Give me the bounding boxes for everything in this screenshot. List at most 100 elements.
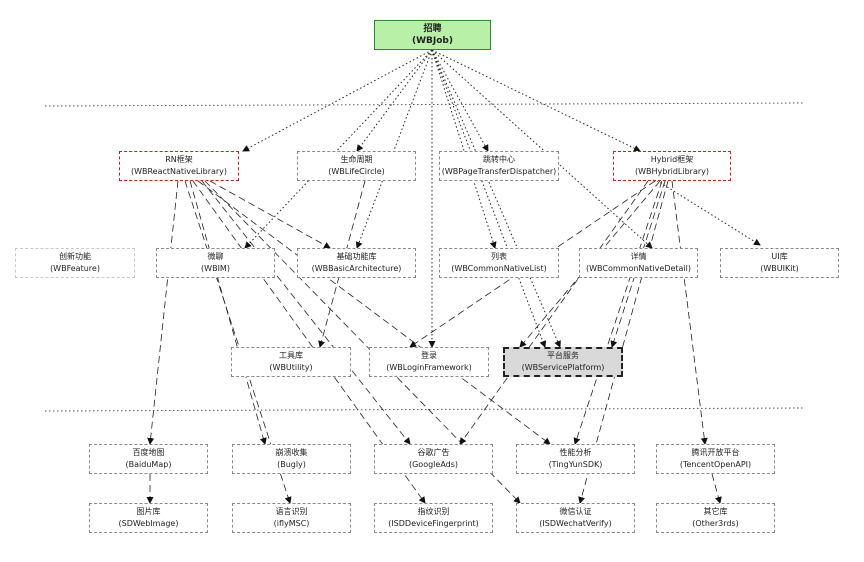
node-wbim[interactable]: 微聊 (WBIM) xyxy=(156,248,275,278)
dependency-edge-7 xyxy=(431,49,497,249)
node-title: 崩溃收集 xyxy=(275,448,308,457)
node-subtitle: (WBCommonNativeDetail) xyxy=(586,264,691,273)
node-sdwebimage[interactable]: 图片库 (SDWebImage) xyxy=(89,503,208,533)
edge-group xyxy=(146,49,761,504)
node-title: RN框架 xyxy=(165,155,193,164)
layer-separator-top xyxy=(44,102,806,107)
dependency-edge-2 xyxy=(431,49,489,152)
node-isddevicefingerprint[interactable]: 指纹识别 (ISDDeviceFingerprint) xyxy=(374,503,493,533)
node-title: 图片库 xyxy=(136,507,161,516)
dependency-edge-4 xyxy=(244,49,433,249)
node-title: 腾讯开放平台 xyxy=(691,448,740,457)
dependency-edge-9 xyxy=(431,49,653,249)
node-subtitle: (SDWebImage) xyxy=(118,519,179,528)
dependency-edge-26 xyxy=(671,180,708,445)
dependency-edge-22 xyxy=(519,180,661,348)
node-title: UI库 xyxy=(771,252,788,261)
node-wbcommonnativelist[interactable]: 列表 (WBCommonNativeList) xyxy=(439,248,559,278)
node-title: 谷歌广告 xyxy=(417,448,450,457)
node-googleads[interactable]: 谷歌广告 (GoogleAds) xyxy=(374,444,493,474)
node-title: 工具库 xyxy=(279,351,303,360)
dependency-edge-17 xyxy=(201,180,411,445)
node-subtitle: (ISDDeviceFingerprint) xyxy=(388,519,479,528)
node-subtitle: (WBPageTransferDispatcher) xyxy=(441,167,557,176)
node-title: 创新功能 xyxy=(59,252,91,261)
node-title: Hybrid框架 xyxy=(650,155,694,164)
layer-separator-bottom xyxy=(44,407,806,412)
node-isdwechatverify[interactable]: 微信认证 (ISDWechatVerify) xyxy=(516,503,635,533)
dependency-edge-13 xyxy=(184,180,292,504)
node-title: 生命周期 xyxy=(340,155,373,164)
dependency-edge-14 xyxy=(189,180,267,445)
node-wbuikit[interactable]: UI库 (WBUIKit) xyxy=(720,248,839,278)
dependency-edge-27 xyxy=(711,473,722,504)
node-tingyunsdk[interactable]: 性能分析 (TingYunSDK) xyxy=(516,444,635,474)
node-subtitle: (ISDWechatVerify) xyxy=(539,519,612,528)
node-wbserviceplatform[interactable]: 平台服务 (WBServicePlatform) xyxy=(503,347,623,377)
dependency-edge-10 xyxy=(431,49,547,348)
node-subtitle: (WBBasicArchitecture) xyxy=(311,264,402,273)
node-wbbasicarchitecture[interactable]: 基础功能库 (WBBasicArchitecture) xyxy=(297,248,416,278)
node-wbhybridlibrary[interactable]: Hybrid框架 (WBHybridLibrary) xyxy=(613,151,731,181)
node-title: 详情 xyxy=(630,252,647,261)
dependency-edge-8 xyxy=(431,49,561,348)
node-subtitle: (WBUtility) xyxy=(269,363,313,372)
dependency-edge-0 xyxy=(242,49,433,152)
node-title: 语言识别 xyxy=(275,507,308,516)
dependency-edge-16 xyxy=(197,180,551,445)
dependency-edge-3 xyxy=(431,49,641,152)
dependency-edge-29 xyxy=(610,180,666,348)
dependency-edge-12 xyxy=(147,180,179,445)
node-iflymsc[interactable]: 语言识别 (iflyMSC) xyxy=(232,503,351,533)
node-wbjob[interactable]: 招聘 (WBJob) xyxy=(374,20,491,50)
node-title: 其它库 xyxy=(703,507,728,516)
node-title: 登录 xyxy=(421,351,437,360)
dependency-edge-5 xyxy=(355,49,433,249)
node-subtitle: (Bugly) xyxy=(277,460,306,469)
node-subtitle: (TencentOpenAPI) xyxy=(679,460,752,469)
dependency-edge-20 xyxy=(318,180,366,348)
dependency-edge-19 xyxy=(209,180,331,249)
node-subtitle: (WBUIKit) xyxy=(760,264,799,273)
node-subtitle: (TingYunSDK) xyxy=(548,460,603,469)
node-baidumap[interactable]: 百度地图 (BaiduMap) xyxy=(89,444,208,474)
dependency-edge-1 xyxy=(356,49,433,152)
node-subtitle: (BaiduMap) xyxy=(125,460,172,469)
node-bugly[interactable]: 崩溃收集 (Bugly) xyxy=(232,444,351,474)
node-title: 列表 xyxy=(491,252,507,261)
node-title: 招聘 xyxy=(423,24,442,34)
node-title: 微聊 xyxy=(207,252,224,261)
node-tencentopenapi[interactable]: 腾讯开放平台 (TencentOpenAPI) xyxy=(656,444,775,474)
node-title: 微信认证 xyxy=(559,507,592,516)
node-subtitle: (WBLifeCircle) xyxy=(328,167,385,176)
dependency-edge-24 xyxy=(573,180,663,445)
node-wbreactnativelibrary[interactable]: RN框架 (WBReactNativeLibrary) xyxy=(119,151,239,181)
node-subtitle: (WBJob) xyxy=(412,36,453,46)
node-other3rds[interactable]: 其它库 (Other3rds) xyxy=(656,503,775,533)
node-title: 性能分析 xyxy=(559,448,592,457)
node-subtitle: (WBCommonNativeList) xyxy=(451,264,547,273)
node-subtitle: (WBLoginFramework) xyxy=(386,363,472,372)
node-wbcommonnativedetail[interactable]: 详情 (WBCommonNativeDetail) xyxy=(579,248,698,278)
node-subtitle: (WBServicePlatform) xyxy=(521,363,605,372)
node-subtitle: (WBReactNativeLibrary) xyxy=(130,167,228,176)
node-subtitle: (WBHybridLibrary) xyxy=(634,167,710,176)
node-wbloginframework[interactable]: 登录 (WBLoginFramework) xyxy=(369,347,489,377)
node-subtitle: (iflyMSC) xyxy=(273,519,310,528)
node-subtitle: (WBIM) xyxy=(201,264,230,273)
node-title: 跳转中心 xyxy=(483,155,515,164)
node-title: 基础功能库 xyxy=(336,252,377,261)
node-wbutility[interactable]: 工具库 (WBUtility) xyxy=(231,347,351,377)
node-wblifecircle[interactable]: 生命周期 (WBLifeCircle) xyxy=(297,151,416,181)
node-title: 指纹识别 xyxy=(417,507,450,516)
node-wbfeature[interactable]: 创新功能 (WBFeature) xyxy=(15,248,135,278)
node-title: 平台服务 xyxy=(547,351,579,360)
node-subtitle: (WBFeature) xyxy=(50,264,100,273)
node-wbpagetransferdispatcher[interactable]: 跳转中心 (WBPageTransferDispatcher) xyxy=(439,151,559,181)
node-title: 百度地图 xyxy=(132,448,165,457)
dependency-edge-23 xyxy=(459,180,649,445)
dependency-edge-11 xyxy=(639,169,761,246)
node-subtitle: (Other3rds) xyxy=(692,519,739,528)
